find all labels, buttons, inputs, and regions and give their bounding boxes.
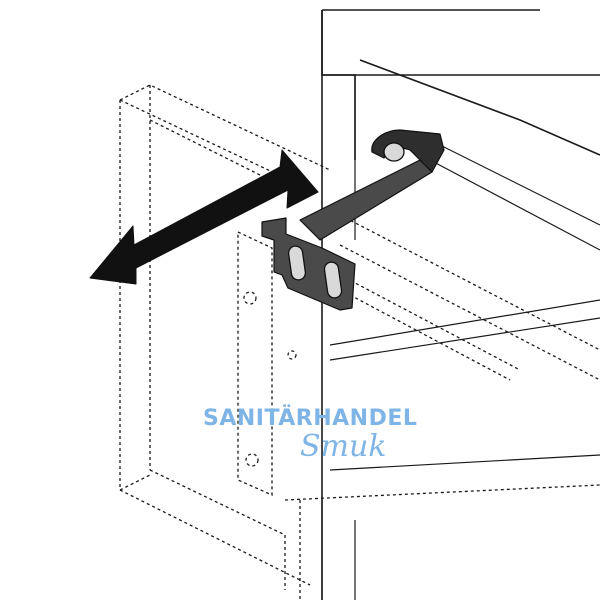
watermark-line1: SANITÄRHANDEL bbox=[203, 405, 417, 431]
watermark-line2: Smuk bbox=[300, 429, 387, 464]
mounting-plate bbox=[237, 230, 297, 496]
drawer-rails bbox=[284, 139, 600, 501]
drawer-front-outline bbox=[119, 84, 331, 600]
adjustment-bracket bbox=[261, 129, 445, 311]
double-arrow bbox=[89, 149, 319, 285]
cabinet-frame bbox=[321, 9, 600, 600]
watermark: SANITÄRHANDEL Smuk bbox=[203, 405, 417, 464]
